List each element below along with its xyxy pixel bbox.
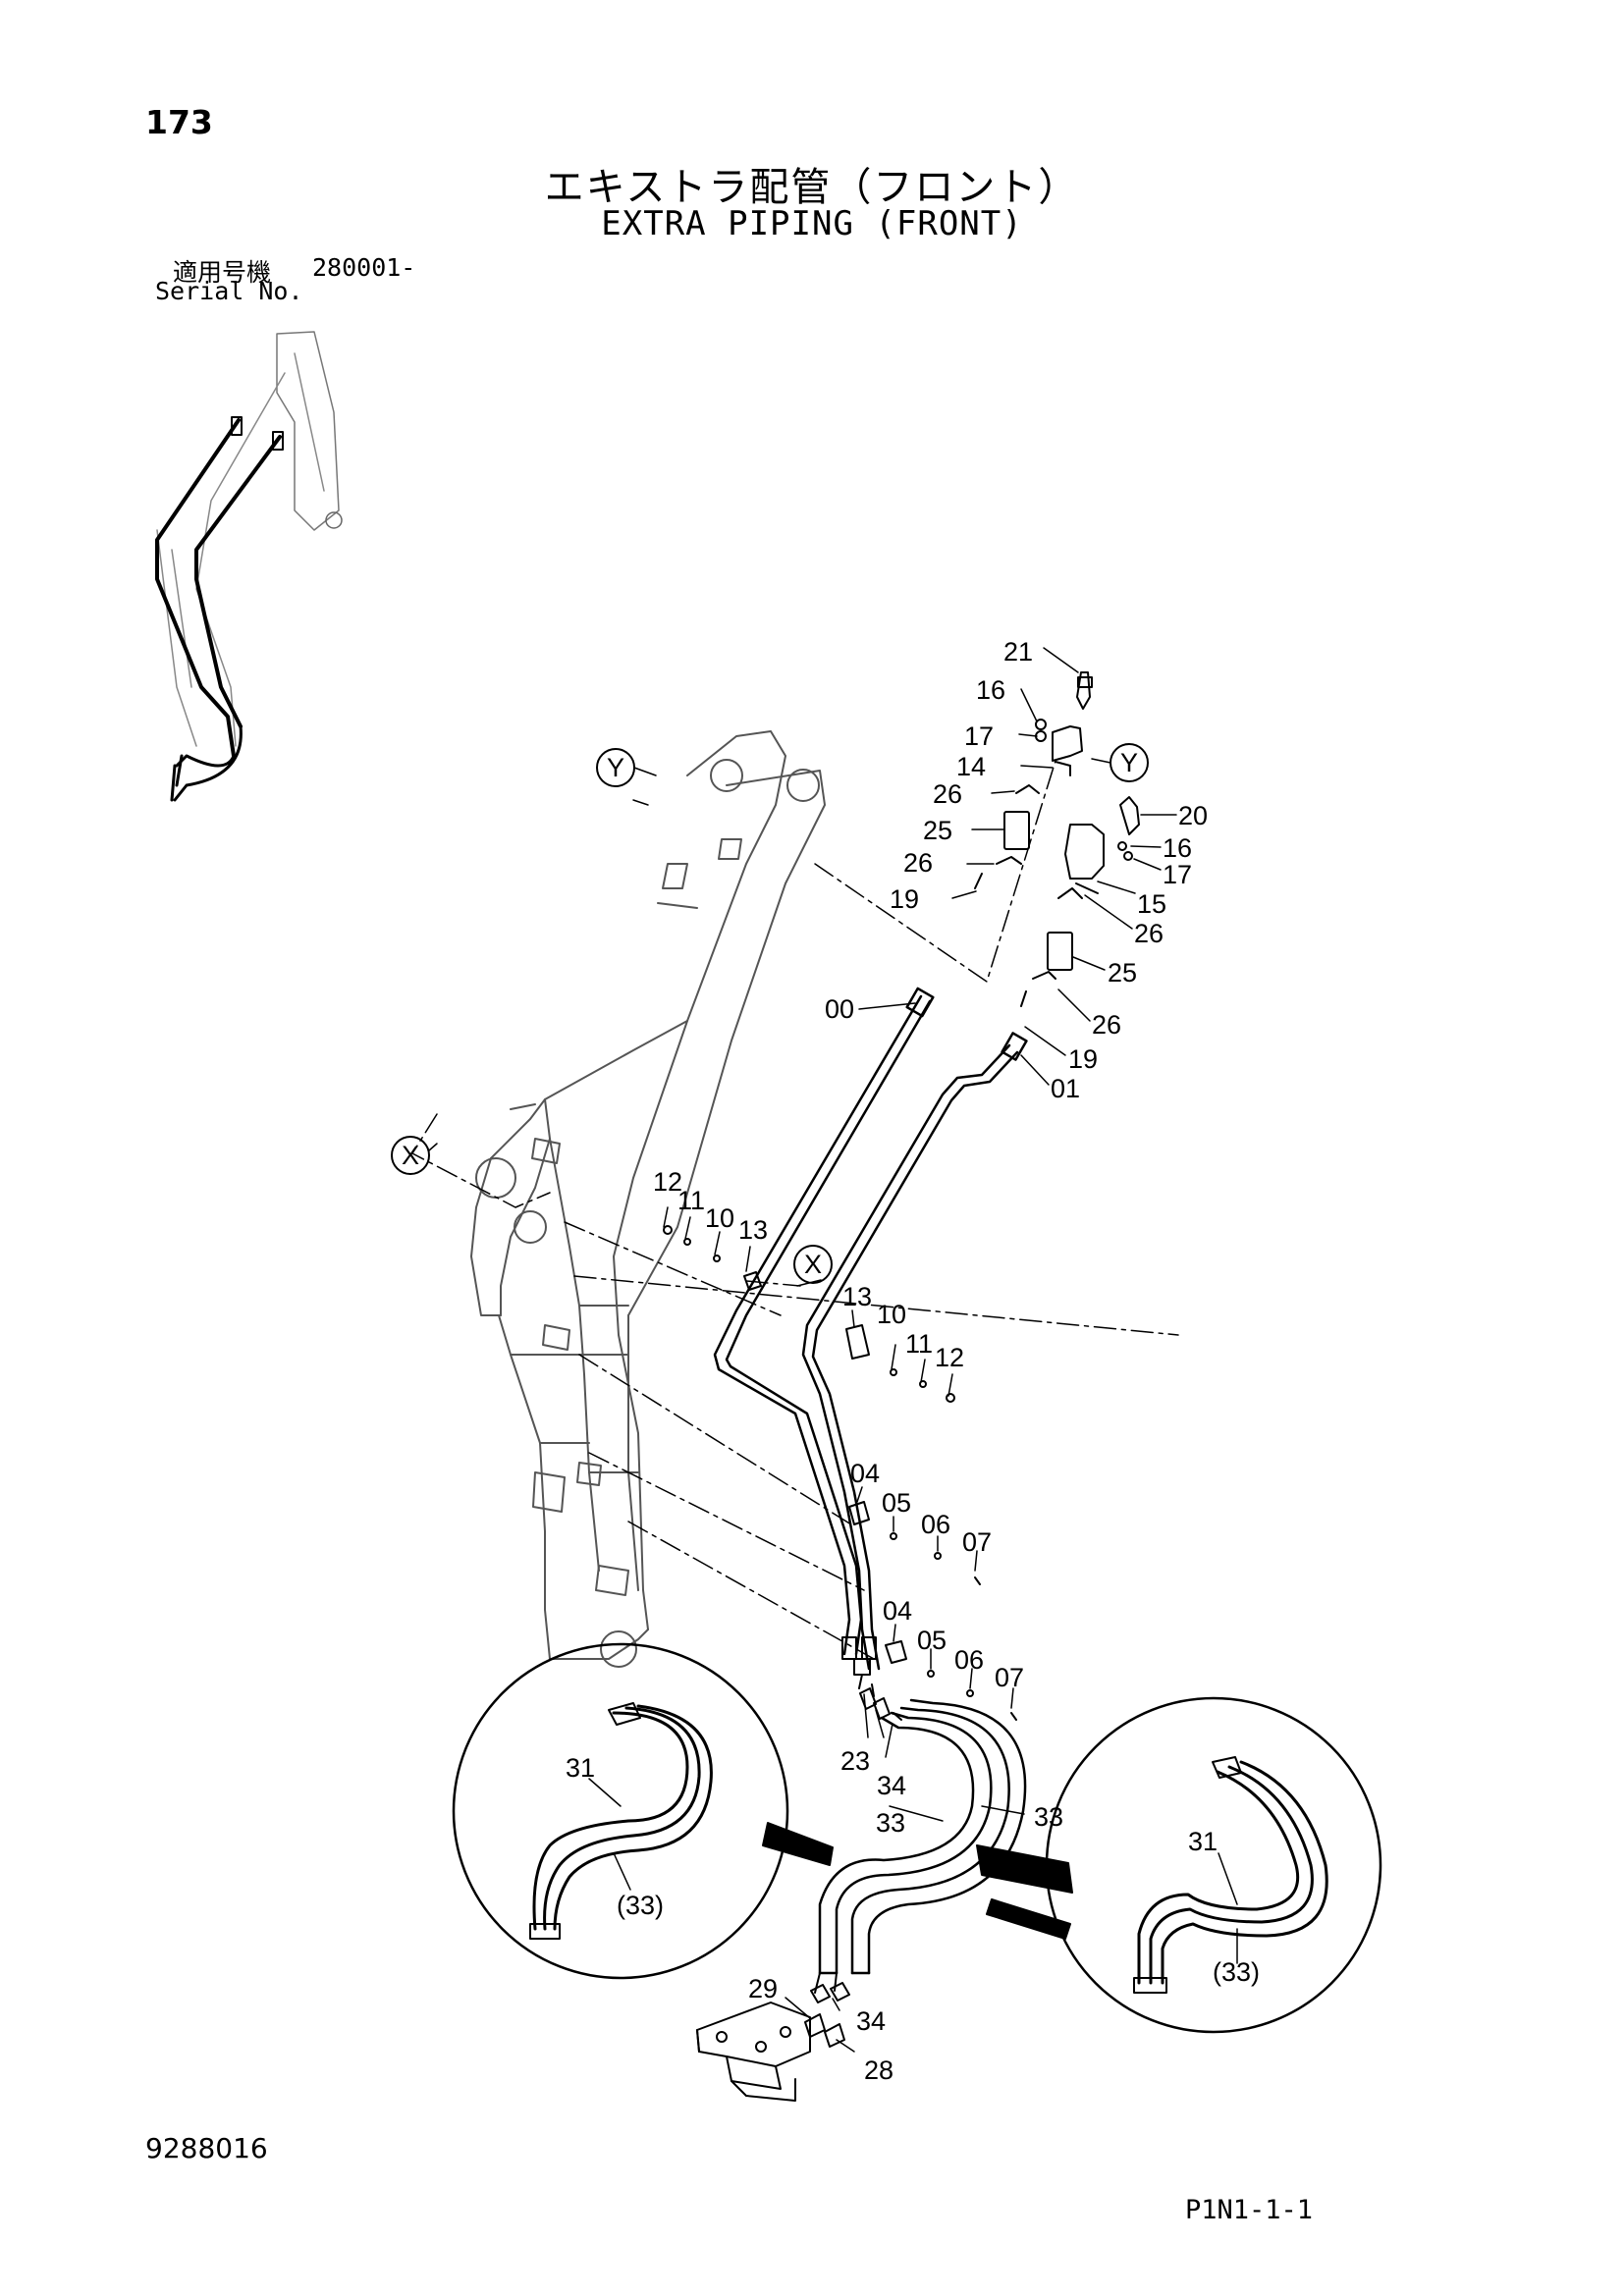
title-english: EXTRA PIPING (FRONT) <box>601 204 1023 243</box>
dashdot-leaders <box>411 760 1179 1660</box>
callout-05: 05 <box>882 1488 911 1518</box>
callout-leaders <box>428 647 1238 2053</box>
callout-06: 06 <box>954 1645 984 1675</box>
callout-33: 33 <box>876 1808 905 1838</box>
view-marker-y1: Y <box>607 753 624 782</box>
view-marker-x2-ring <box>793 1245 833 1284</box>
callout-16: 16 <box>1163 833 1192 863</box>
callout-29: 29 <box>748 1974 778 2003</box>
boom-outline <box>470 730 826 1668</box>
callout-31: 31 <box>566 1753 595 1783</box>
callout-14: 14 <box>956 752 986 781</box>
view-marker-x1: X <box>402 1141 419 1170</box>
callout-17: 17 <box>964 721 994 751</box>
page-number: 173 <box>145 103 213 141</box>
detail-circle-left <box>452 1642 789 1980</box>
callout-00: 00 <box>825 994 854 1024</box>
callout-21: 21 <box>1003 637 1033 667</box>
page-code: P1N1-1-1 <box>1185 2195 1314 2225</box>
callout-04: 04 <box>850 1459 880 1488</box>
callout-10: 10 <box>705 1203 734 1233</box>
callout-11: 11 <box>905 1329 933 1359</box>
callout-17: 17 <box>1163 860 1192 889</box>
clamp-hardware-lower <box>848 1501 1017 1721</box>
hoses-33 <box>818 1698 1027 1975</box>
callout-26: 26 <box>933 779 962 809</box>
pipe-end-fittings <box>841 1636 877 1697</box>
callout-12: 12 <box>653 1167 682 1197</box>
callout-34: 34 <box>856 2006 886 2036</box>
callout-26: 26 <box>1134 919 1164 948</box>
callout-26: 26 <box>903 848 933 878</box>
callout-04: 04 <box>883 1596 912 1626</box>
callout-15: 15 <box>1137 889 1166 919</box>
callout-13: 13 <box>842 1282 872 1311</box>
callout-16: 16 <box>976 675 1005 705</box>
pipe-01 <box>801 1032 1028 1671</box>
callout-31: 31 <box>1188 1827 1218 1856</box>
callout-28: 28 <box>864 2056 893 2085</box>
callout-34: 34 <box>877 1771 906 1800</box>
callout-19: 19 <box>890 884 919 914</box>
clamp-hardware-upper <box>663 1225 955 1403</box>
callout-33: 33 <box>1034 1802 1063 1832</box>
callout-(33): (33) <box>617 1891 664 1920</box>
view-markers: Y Y X X <box>402 748 1138 1279</box>
view-marker-x2: X <box>804 1250 822 1279</box>
upper-fittings-left <box>974 671 1093 889</box>
part-callouts: 21 16 17 14 26 25 26 19 20 16 17 15 26 2… <box>566 637 1260 2085</box>
callout-25: 25 <box>1108 958 1137 988</box>
callout-07: 07 <box>962 1527 992 1557</box>
upper-fittings-right <box>1020 796 1140 1007</box>
serial-label-english: Serial No. <box>155 277 303 305</box>
valve-block <box>696 1972 850 2102</box>
callout-20: 20 <box>1178 801 1208 830</box>
callout-01: 01 <box>1051 1074 1080 1103</box>
callout-19: 19 <box>1068 1044 1098 1074</box>
document-number: 9288016 <box>145 2132 268 2164</box>
detail-wedges <box>762 1822 1073 1940</box>
view-marker-x1-ring <box>391 1136 430 1175</box>
callout-10: 10 <box>877 1300 906 1329</box>
callout-23: 23 <box>840 1746 870 1776</box>
view-marker-y2: Y <box>1120 748 1138 777</box>
callout-11: 11 <box>677 1186 705 1215</box>
callout-05: 05 <box>917 1626 947 1655</box>
callout-(33): (33) <box>1213 1957 1260 1987</box>
callout-26: 26 <box>1092 1010 1121 1040</box>
title-japanese: エキストラ配管（フロント） <box>544 165 1080 210</box>
callout-25: 25 <box>923 816 952 845</box>
callout-13: 13 <box>738 1215 768 1245</box>
callout-12: 12 <box>935 1343 964 1372</box>
callout-07: 07 <box>995 1663 1024 1692</box>
callout-06: 06 <box>921 1510 950 1539</box>
overview-thumbnail <box>155 331 343 802</box>
serial-value: 280001- <box>312 253 416 282</box>
hose-fittings-top <box>859 1687 902 1721</box>
serial-label-japanese: 適用号機 <box>173 258 272 287</box>
